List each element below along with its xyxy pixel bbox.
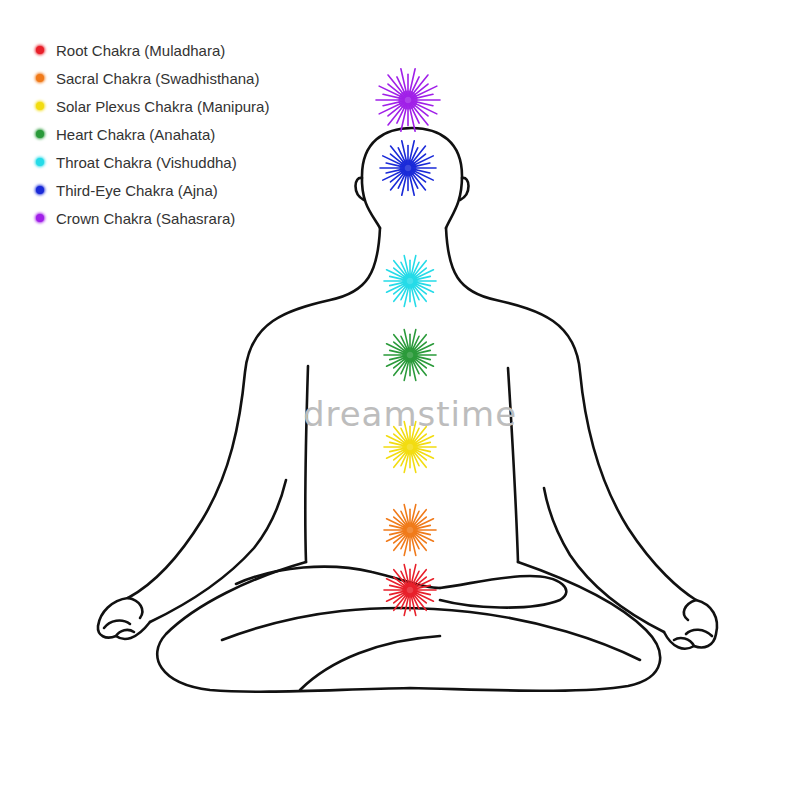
legend-swatch xyxy=(36,186,44,194)
head-outline xyxy=(362,128,462,228)
right-forearm xyxy=(544,488,664,632)
watermark: dreamstime xyxy=(303,394,517,434)
right-ear xyxy=(460,178,469,200)
legend-row: Sacral Chakra (Swadhisthana) xyxy=(36,64,269,92)
leg-crease xyxy=(222,608,640,660)
inner-leg xyxy=(300,636,440,690)
legend-text: Crown Chakra (Sahasrara) xyxy=(56,210,235,227)
left-forearm xyxy=(150,480,286,622)
legend-swatch xyxy=(36,214,44,222)
chakra-starburst xyxy=(384,330,436,381)
chakra-starburst xyxy=(380,141,436,196)
legend-row: Crown Chakra (Sahasrara) xyxy=(36,204,269,232)
legend-swatch xyxy=(36,158,44,166)
legend-swatch xyxy=(36,130,44,138)
legend-text: Sacral Chakra (Swadhisthana) xyxy=(56,70,259,87)
legend-row: Root Chakra (Muladhara) xyxy=(36,36,269,64)
left-fingers xyxy=(104,598,142,636)
legend-text: Third-Eye Chakra (Ajna) xyxy=(56,182,218,199)
legend-swatch xyxy=(36,102,44,110)
legend-text: Root Chakra (Muladhara) xyxy=(56,42,225,59)
legend-row: Third-Eye Chakra (Ajna) xyxy=(36,176,269,204)
chakra-starburst xyxy=(384,565,436,616)
right-hand xyxy=(664,600,717,649)
right-foot xyxy=(440,576,566,608)
legend-text: Throat Chakra (Vishuddha) xyxy=(56,154,237,171)
legend-text: Heart Chakra (Anahata) xyxy=(56,126,215,143)
legend-swatch xyxy=(36,74,44,82)
legend-text: Solar Plexus Chakra (Manipura) xyxy=(56,98,269,115)
right-fingers xyxy=(674,600,712,646)
chakra-starburst xyxy=(384,256,436,307)
legend: Root Chakra (Muladhara) Sacral Chakra (Sw… xyxy=(36,36,269,232)
legs-outline xyxy=(157,562,660,692)
legend-row: Throat Chakra (Vishuddha) xyxy=(36,148,269,176)
chakra-starburst xyxy=(376,69,440,131)
left-hand xyxy=(98,598,150,639)
legend-swatch xyxy=(36,46,44,54)
chakra-starburst xyxy=(384,505,436,556)
legend-row: Heart Chakra (Anahata) xyxy=(36,120,269,148)
legend-row: Solar Plexus Chakra (Manipura) xyxy=(36,92,269,120)
left-ear xyxy=(356,178,365,200)
